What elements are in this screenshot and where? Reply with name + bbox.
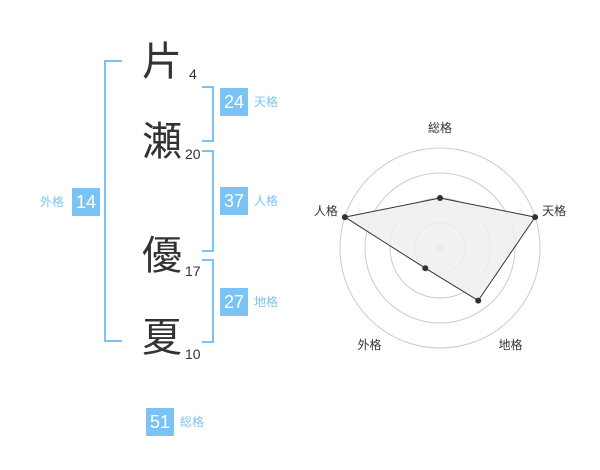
jinkaku-bracket xyxy=(202,150,214,252)
stroke-count-1: 4 xyxy=(189,66,197,82)
radar-axis-label-2: 天格 xyxy=(542,203,566,218)
name-char-3: 優 xyxy=(142,233,182,279)
stroke-count-4: 10 xyxy=(185,346,201,362)
name-char-1: 片 xyxy=(142,39,182,85)
soukaku-label: 総格 xyxy=(180,415,205,429)
radar-ring xyxy=(364,172,516,324)
radar-area xyxy=(343,197,536,302)
radar-axis-label-4: 外格 xyxy=(357,337,381,352)
gaikaku-label: 外格 xyxy=(40,195,65,209)
jinkaku-label: 人格 xyxy=(254,194,279,208)
tenkaku-value-badge: 24 xyxy=(220,88,248,116)
radar-point-4 xyxy=(422,265,429,272)
stroke-count-2: 20 xyxy=(185,146,201,162)
radar-ring xyxy=(339,147,541,349)
radar-axis-label-1: 総格 xyxy=(428,120,452,135)
stroke-count-3: 17 xyxy=(185,263,201,279)
name-char-2: 瀬 xyxy=(142,119,182,165)
name-char-4: 夏 xyxy=(142,315,182,361)
jinkaku-value-badge: 37 xyxy=(220,187,248,215)
radar-point-3 xyxy=(475,297,482,304)
tenkaku-bracket xyxy=(202,86,214,142)
radar-point-1 xyxy=(437,195,443,201)
soukaku-value-badge: 51 xyxy=(146,408,174,436)
radar-point-2 xyxy=(532,214,539,221)
radar-axis-label-5: 人格 xyxy=(314,203,338,218)
radar-axis-label-3: 地格 xyxy=(498,337,522,352)
chikaku-bracket xyxy=(202,259,214,343)
tenkaku-label: 天格 xyxy=(254,95,279,109)
radar-point-5 xyxy=(341,214,348,221)
chikaku-label: 地格 xyxy=(254,295,279,309)
chikaku-value-badge: 27 xyxy=(220,288,248,316)
gaikaku-value-badge: 14 xyxy=(72,188,100,216)
outer-bracket xyxy=(104,60,122,342)
